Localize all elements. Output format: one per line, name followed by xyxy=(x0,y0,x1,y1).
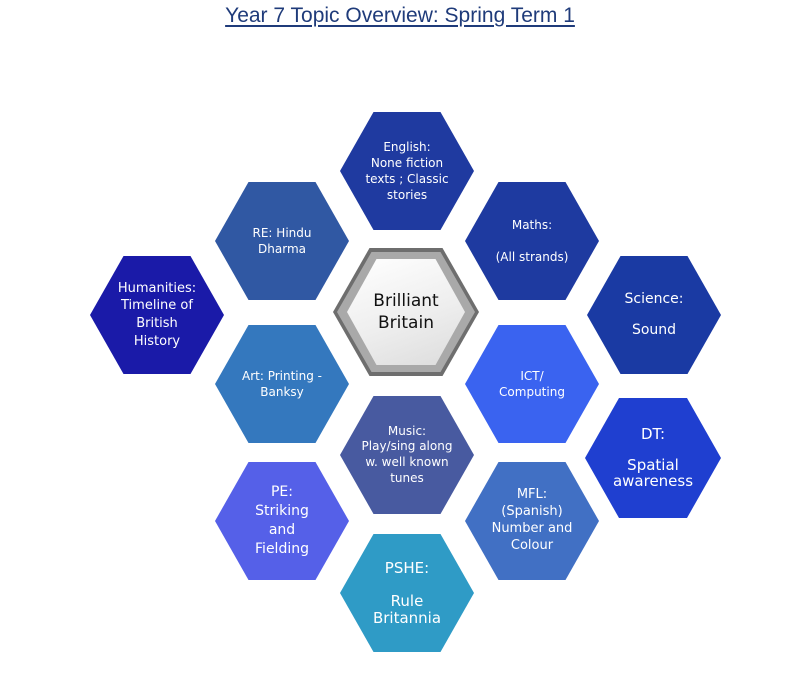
hex-maths-label: Maths: (All strands) xyxy=(495,217,569,265)
hex-pshe-fill xyxy=(340,534,474,652)
hex-english-label: English: None fiction texts ; Classic st… xyxy=(365,139,449,203)
center-hexagon: Brilliant Britain xyxy=(333,248,479,376)
hex-humanities-label: Humanities: Timeline of British History xyxy=(117,280,197,349)
hex-dt-label: DT: Spatial awareness xyxy=(612,424,694,490)
hex-pshe-label: PSHE: Rule Britannia xyxy=(372,559,442,627)
hex-ict: ICT/ Computing xyxy=(464,324,600,444)
hex-pe: PE: Striking and Fielding xyxy=(214,461,350,581)
center-label: Brilliant Britain xyxy=(373,290,439,333)
hex-re-label: RE: Hindu Dharma xyxy=(252,225,312,256)
hex-mfl: MFL: (Spanish) Number and Colour xyxy=(464,461,600,581)
hex-dt-fill xyxy=(585,398,721,518)
hex-mfl-label: MFL: (Spanish) Number and Colour xyxy=(491,487,573,553)
hex-art: Art: Printing - Banksy xyxy=(214,324,350,444)
hex-science-label: Science: Sound xyxy=(624,290,684,338)
hex-art-label: Art: Printing - Banksy xyxy=(241,368,322,399)
hex-music: Music: Play/sing along w. well known tun… xyxy=(339,395,475,515)
hex-pshe: PSHE: Rule Britannia xyxy=(339,533,475,653)
hex-dt: DT: Spatial awareness xyxy=(584,397,722,519)
hex-re: RE: Hindu Dharma xyxy=(214,181,350,301)
hex-english-fill xyxy=(340,112,474,230)
hex-pe-label: PE: Striking and Fielding xyxy=(255,484,309,557)
hex-ict-label: ICT/ Computing xyxy=(499,368,565,399)
hex-humanities: Humanities: Timeline of British History xyxy=(89,255,225,375)
hex-english: English: None fiction texts ; Classic st… xyxy=(339,111,475,231)
hex-music-label: Music: Play/sing along w. well known tun… xyxy=(361,423,453,485)
hex-science: Science: Sound xyxy=(586,255,722,375)
hex-music-fill xyxy=(340,396,474,514)
page-title: Year 7 Topic Overview: Spring Term 1 xyxy=(225,4,575,27)
hex-maths: Maths: (All strands) xyxy=(464,181,600,301)
